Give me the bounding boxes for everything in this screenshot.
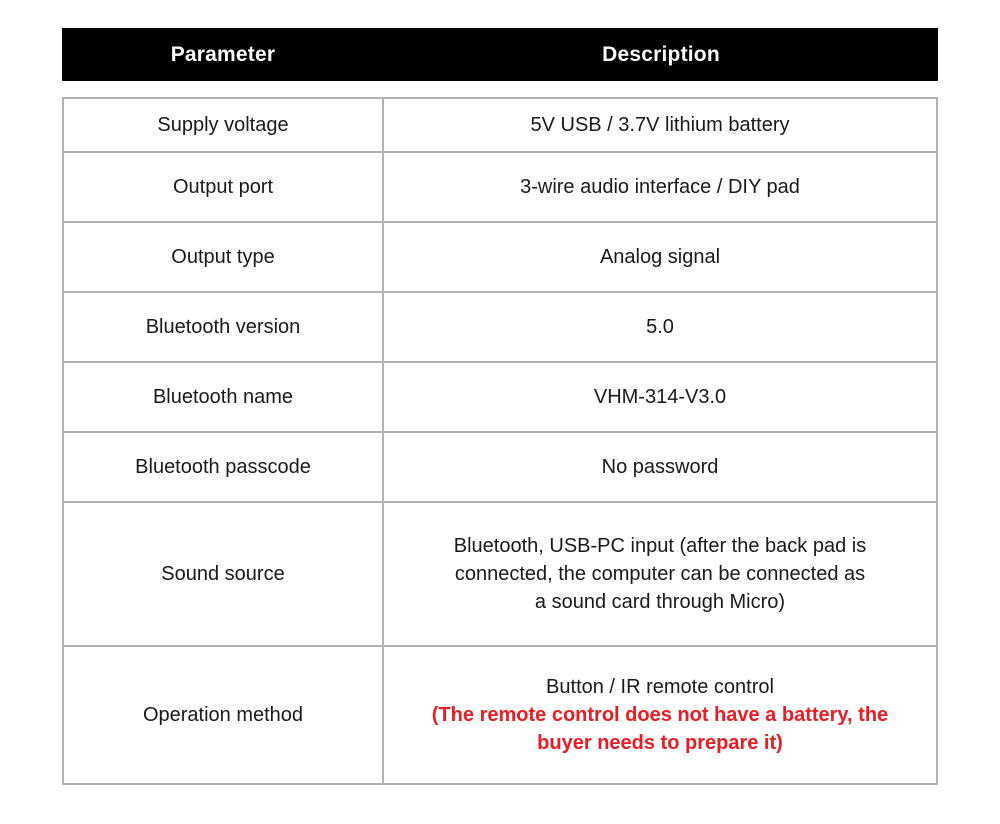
table-row: Output type Analog signal (64, 223, 936, 293)
table-row: Supply voltage 5V USB / 3.7V lithium bat… (64, 99, 936, 153)
table-row: Operation method Button / IR remote cont… (64, 647, 936, 783)
table-body: Supply voltage 5V USB / 3.7V lithium bat… (62, 97, 938, 785)
table-row: Sound source Bluetooth, USB-PC input (af… (64, 503, 936, 647)
description-note-line: buyer needs to prepare it) (537, 732, 783, 754)
table-row: Bluetooth name VHM-314-V3.0 (64, 363, 936, 433)
column-header-description: Description (602, 42, 720, 66)
description-multiline: Bluetooth, USB-PC input (after the back … (454, 532, 866, 616)
cell-description: Bluetooth, USB-PC input (after the back … (384, 503, 936, 645)
description-line: connected, the computer can be connected… (454, 563, 866, 585)
table-header-row: Parameter Description (62, 28, 938, 81)
cell-parameter: Output type (64, 223, 384, 291)
table-row: Bluetooth version 5.0 (64, 293, 936, 363)
cell-description: 5V USB / 3.7V lithium battery (530, 114, 790, 136)
cell-parameter: Bluetooth version (64, 293, 384, 361)
cell-parameter: Operation method (64, 647, 384, 783)
description-line: Button / IR remote control (546, 676, 774, 698)
cell-parameter: Output port (64, 153, 384, 221)
column-header-parameter: Parameter (170, 42, 276, 66)
specification-table: Parameter Description Supply voltage 5V … (62, 28, 938, 785)
cell-description: Analog signal (599, 246, 721, 268)
description-multiline: Button / IR remote control (The remote c… (432, 673, 888, 757)
cell-parameter: Bluetooth name (64, 363, 384, 431)
description-line: Bluetooth, USB-PC input (after the back … (453, 535, 867, 557)
cell-description: Button / IR remote control (The remote c… (384, 647, 936, 783)
cell-description: No password (601, 456, 719, 478)
cell-description: 5.0 (646, 316, 674, 338)
table-row: Output port 3-wire audio interface / DIY… (64, 153, 936, 223)
description-line: a sound card through Micro) (534, 591, 786, 613)
cell-parameter: Sound source (64, 503, 384, 645)
cell-parameter: Supply voltage (64, 99, 384, 151)
cell-parameter: Bluetooth passcode (64, 433, 384, 501)
cell-description: 3-wire audio interface / DIY pad (520, 176, 800, 198)
cell-description: VHM-314-V3.0 (593, 386, 727, 408)
description-note-line: (The remote control does not have a batt… (431, 704, 889, 726)
table-row: Bluetooth passcode No password (64, 433, 936, 503)
